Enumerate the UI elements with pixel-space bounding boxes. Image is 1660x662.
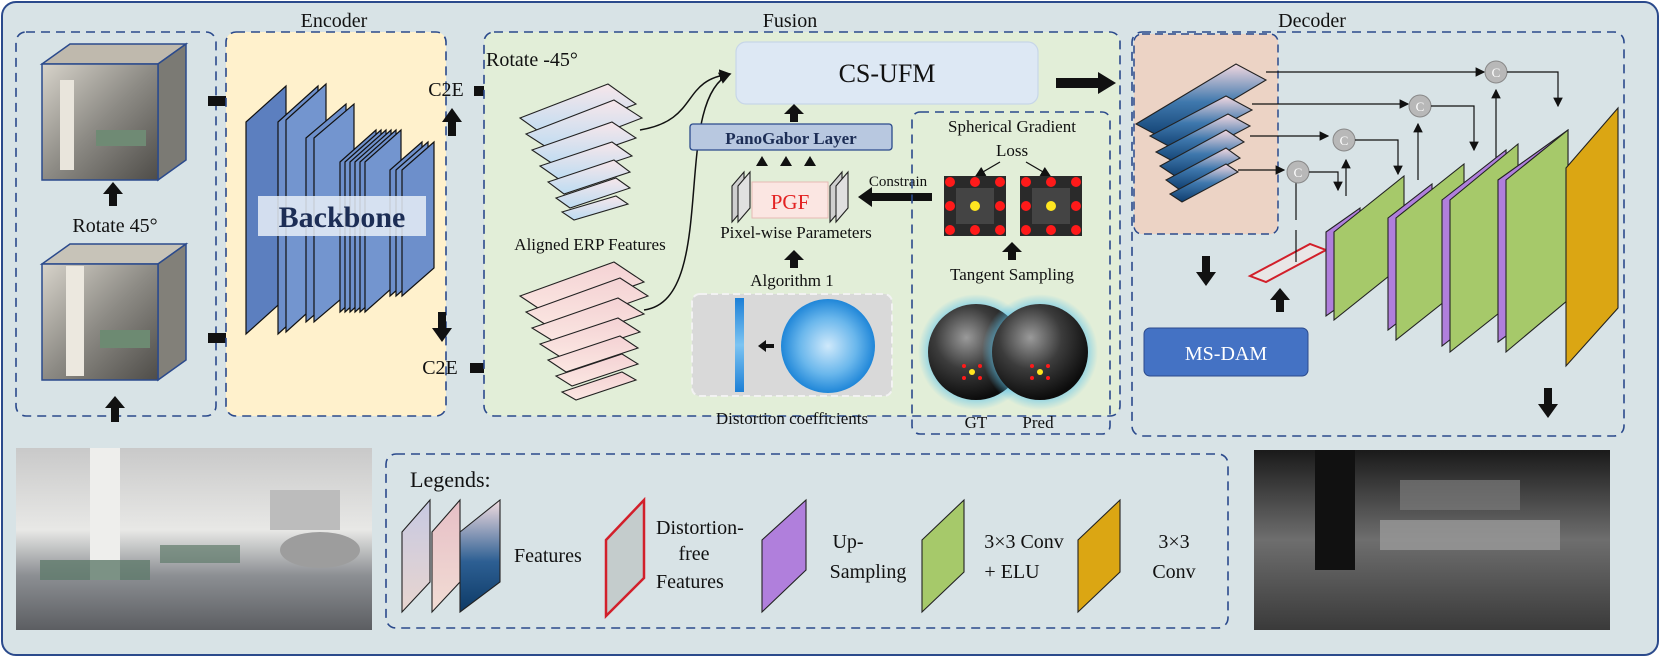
panogabor-up-arrow xyxy=(784,104,804,122)
legend-distortion-free-2: free xyxy=(678,543,709,565)
sg-loss-line1: Spherical Gradient xyxy=(948,117,1076,136)
ms-dam-box xyxy=(1143,327,1309,377)
gt-label: GT xyxy=(965,413,988,432)
cs-ufm-box xyxy=(735,41,1039,105)
input-up-arrow xyxy=(105,396,125,422)
distortion-free-up-arrow xyxy=(1270,288,1290,312)
tangent-sampling-label: Tangent Sampling xyxy=(950,265,1074,284)
decoder-final-conv xyxy=(1565,106,1619,368)
legend-upsampling-swatch xyxy=(761,498,807,614)
distortion-arrow xyxy=(758,340,774,352)
tangent-up-arrow xyxy=(1002,242,1022,260)
legend-distortion-free-1: Distortion- xyxy=(656,517,744,539)
distortion-circle xyxy=(781,299,875,393)
decoder-stage-4 xyxy=(1497,128,1569,354)
decoder-down-arrow xyxy=(1196,256,1216,286)
aligned-erp-label: Aligned ERP Features xyxy=(514,235,665,254)
fusion-title: Fusion xyxy=(763,10,817,32)
legend-upsampling-2: Sampling xyxy=(830,561,907,583)
algorithm-label: Algorithm 1 xyxy=(750,271,834,290)
constrain-label: Constrain xyxy=(869,174,928,190)
distortion-bar xyxy=(735,298,744,392)
legend-title: Legends: xyxy=(410,467,491,492)
legend-distortion-free-swatch xyxy=(604,496,646,620)
legend-conv-1: 3×3 xyxy=(1158,531,1189,553)
rotate-45-label: Rotate 45° xyxy=(72,215,157,237)
pgf-filter-stack xyxy=(731,170,849,224)
sg-loss-line2: Loss xyxy=(996,141,1028,160)
legend-conv-2: Conv xyxy=(1152,561,1195,583)
panogabor-box xyxy=(689,123,893,151)
concat-node-4: C xyxy=(1286,160,1310,184)
ms-dam-label: MS-DAM xyxy=(1185,343,1267,365)
c2e-bottom-label: C2E xyxy=(422,357,458,379)
rotate-neg45-label: Rotate -45° xyxy=(486,49,578,71)
pgf-box xyxy=(751,181,829,219)
arrow-csufm-to-decoder xyxy=(1056,72,1116,94)
gt-sample-grid xyxy=(944,176,1006,236)
concat-node-2: C xyxy=(1408,94,1432,118)
svg-text:C: C xyxy=(1340,133,1349,148)
pred-label: Pred xyxy=(1022,413,1054,432)
curve-pink-to-csufm xyxy=(643,72,732,311)
loss-arrow-left xyxy=(974,161,1001,177)
backbone-label-box xyxy=(258,196,426,236)
input-panorama xyxy=(16,448,372,630)
erp-feature-stack xyxy=(518,261,650,401)
concat-node-3: C xyxy=(1332,128,1356,152)
pred-sample-grid xyxy=(1020,176,1082,236)
svg-text:C: C xyxy=(1416,99,1425,114)
curve-aligned-to-csufm xyxy=(639,69,732,131)
output-down-arrow xyxy=(1538,388,1558,418)
algorithm-up-arrow xyxy=(784,250,804,268)
decoder-panel xyxy=(1131,31,1625,437)
distortion-coeff-label: Distortion coefficients xyxy=(716,409,868,428)
legend-conv-elu-2: + ELU xyxy=(984,561,1040,583)
skip-connections xyxy=(1238,67,1486,262)
legend-distortion-free-3: Features xyxy=(656,571,724,593)
output-depth-map xyxy=(1254,450,1610,630)
cube-original xyxy=(39,242,189,382)
loss-arrow-right xyxy=(1025,161,1052,177)
pred-sphere xyxy=(982,294,1098,410)
pixel-params-label: Pixel-wise Parameters xyxy=(720,223,872,242)
sg-loss-panel xyxy=(911,111,1111,435)
constrain-arrow xyxy=(858,187,932,207)
concat-node-1: C xyxy=(1484,60,1508,84)
legend-features-label: Features xyxy=(514,545,582,567)
cube-rotated xyxy=(39,42,189,182)
panogabor-label: PanoGabor Layer xyxy=(725,129,857,148)
legend-conv-swatch xyxy=(1077,498,1121,614)
svg-text:C: C xyxy=(1294,165,1303,180)
legend-upsampling-1: Up- xyxy=(832,531,863,553)
legend-panel xyxy=(385,453,1229,629)
rotate-up-arrow xyxy=(103,182,123,206)
aligned-erp-feature-stack xyxy=(518,83,644,221)
c2e-down-arrow xyxy=(432,312,452,342)
pgf-label: PGF xyxy=(771,190,810,214)
pgf-up-arrows xyxy=(756,156,816,166)
c2e-top-label: C2E xyxy=(428,79,464,101)
decoder-feature-stack xyxy=(1134,63,1268,203)
cs-ufm-label: CS-UFM xyxy=(839,59,936,88)
legend-features-swatch xyxy=(401,498,501,614)
legend-conv-elu-1: 3×3 Conv xyxy=(984,531,1064,553)
backbone-label: Backbone xyxy=(279,201,406,234)
legend-conv-elu-swatch xyxy=(921,498,965,614)
decoder-title: Decoder xyxy=(1278,10,1346,32)
decoder-stage-1 xyxy=(1325,174,1405,322)
svg-text:C: C xyxy=(1492,65,1501,80)
c2e-up-arrow xyxy=(442,108,462,136)
encoder-title: Encoder xyxy=(301,10,368,32)
backbone-layers xyxy=(245,82,435,336)
concat-to-blocks xyxy=(1309,71,1563,196)
